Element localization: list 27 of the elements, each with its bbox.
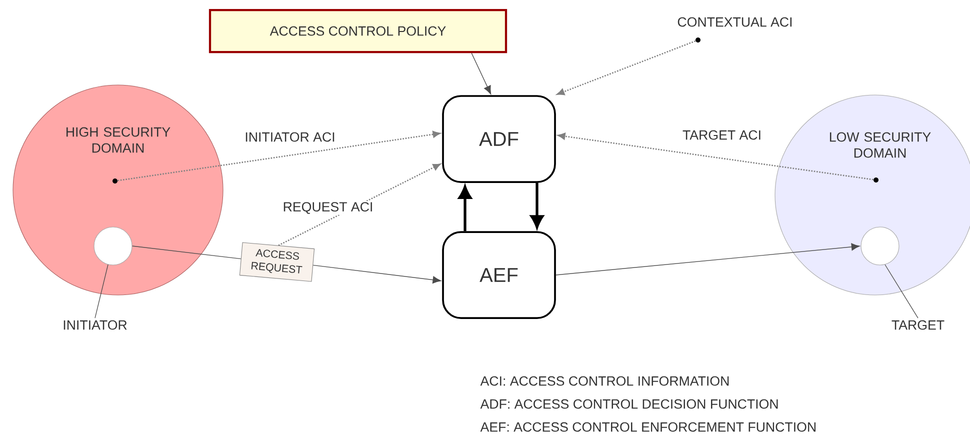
legend-text: ADF: ACCESS CONTROL DECISION FUNCTION [480,399,778,409]
legend-text: AEF: ACCESS CONTROL ENFORCEMENT FUNCTION [480,422,816,432]
arrow [556,40,696,96]
legend-text: ACI: ACCESS CONTROL INFORMATION [480,376,729,386]
arrow [558,132,874,180]
entity-circle [94,226,132,266]
edge-label: REQUEST ACI [282,201,374,215]
connector-line [132,246,242,260]
arrow [278,164,441,246]
request-box: ACCESS REQUEST [239,242,315,282]
edge-label: CONTEXTUAL ACI [676,16,794,28]
arrow [471,52,492,94]
edge-label: INITIATOR ACI [244,131,336,143]
leader-line [94,264,108,318]
entity-circle [860,226,900,266]
entity-label: INITIATOR [64,320,127,330]
function-box: ADF [442,95,556,183]
policy-box: ACCESS CONTROL POLICY [208,8,508,54]
entity-label: TARGET [892,320,944,330]
leader-line [884,264,918,318]
edge-label: TARGET ACI [682,129,763,141]
arrow [458,186,472,232]
arrow [312,264,442,284]
arrow [530,182,544,228]
arrow [556,243,860,276]
arrow [118,130,440,182]
function-box: AEF [442,231,556,319]
